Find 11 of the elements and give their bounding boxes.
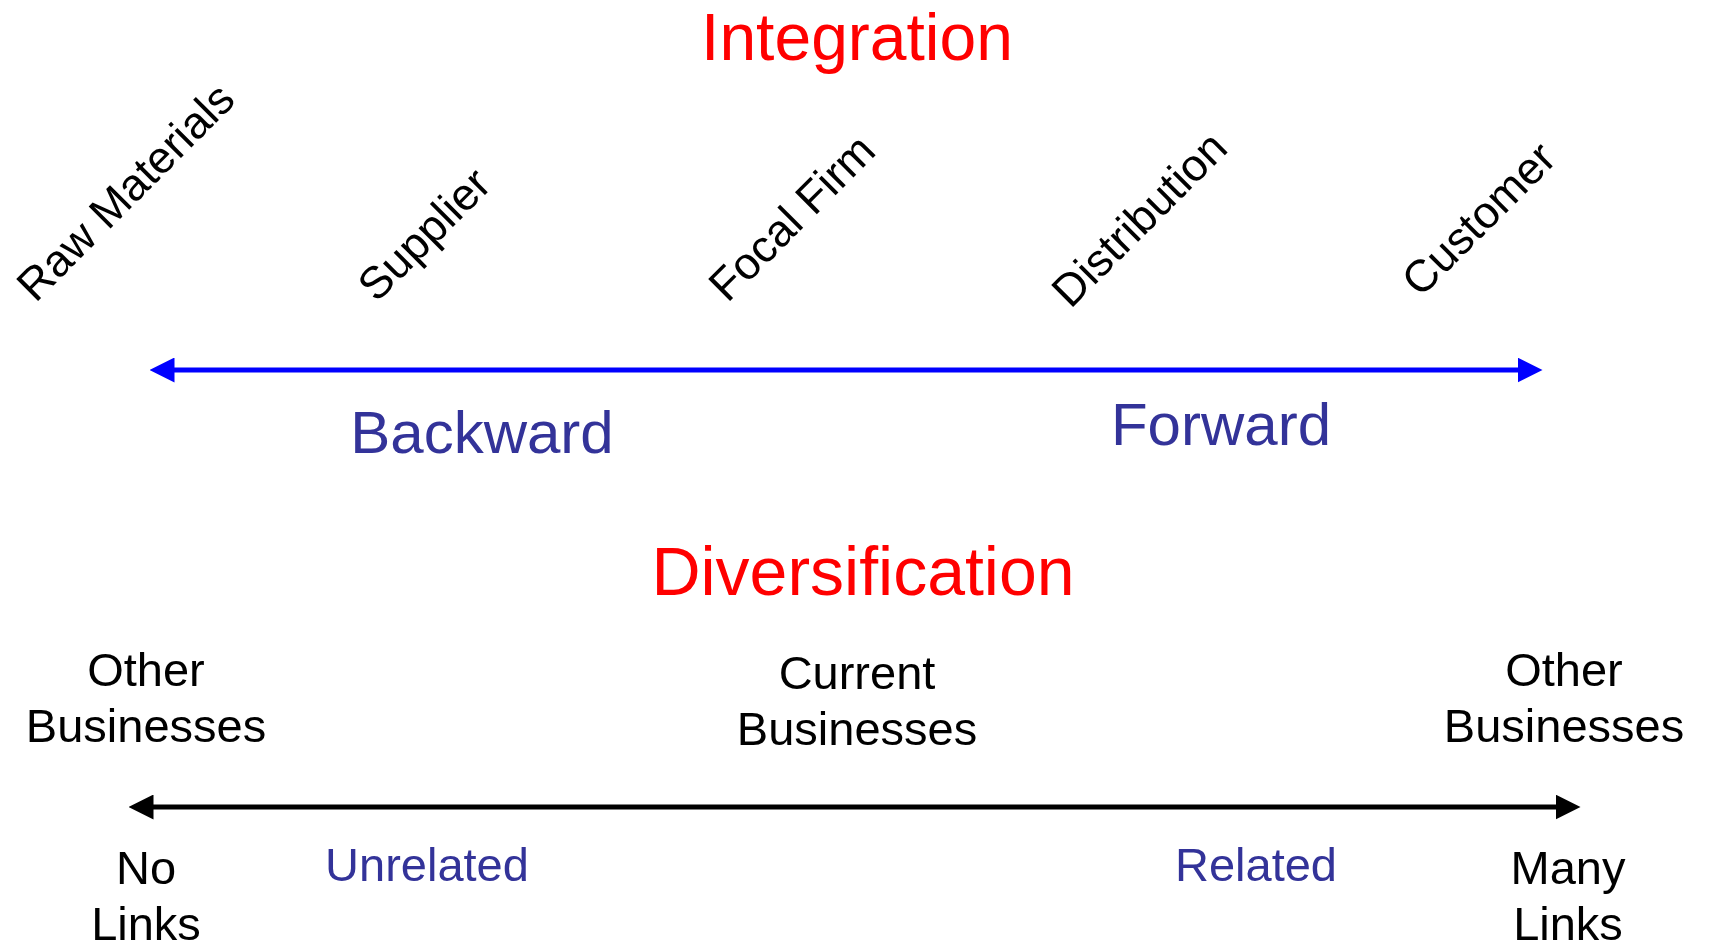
scale-label: Other Businesses: [24, 641, 268, 754]
heading: Integration: [701, 0, 1013, 77]
heading: Diversification: [651, 532, 1075, 612]
scale-label: Many Links: [1509, 839, 1627, 950]
direction-label: Unrelated: [325, 836, 529, 893]
direction-label: Forward: [1110, 390, 1332, 460]
scale-label: No Links: [90, 839, 202, 950]
scale-label: Other Businesses: [1442, 641, 1686, 754]
scale-label: Current Businesses: [735, 644, 979, 757]
direction-label: Backward: [350, 398, 614, 468]
direction-label: Related: [1175, 836, 1337, 893]
